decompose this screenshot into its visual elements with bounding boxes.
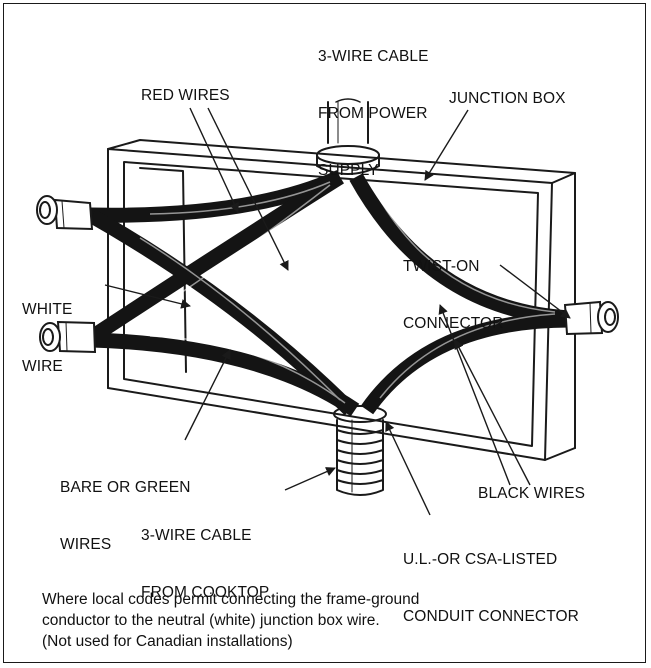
leader-twist-on	[499, 264, 571, 319]
label-junction-box: JUNCTION BOX	[449, 90, 566, 107]
label-conduit-line-1: U.L.-OR CSA-LISTED	[403, 551, 558, 568]
leader-black-wires-1	[438, 304, 511, 486]
leader-cooktop	[284, 467, 336, 491]
label-twist-line-2: CONNECTOR	[403, 315, 504, 332]
leader-red-wires-2	[207, 107, 289, 271]
label-red-wires: RED WIRES	[141, 87, 230, 104]
label-white-line-2: WIRE	[22, 358, 63, 375]
caption-line-2: conductor to the neutral (white) junctio…	[42, 612, 380, 629]
label-power-line-1: 3-WIRE CABLE	[318, 48, 429, 65]
conduit-connector-ring	[333, 405, 387, 423]
leader-junction-box	[424, 109, 469, 181]
leader-black-wires-2	[454, 339, 531, 486]
label-power-supply-cable: 3-WIRE CABLE FROM POWER SUPPLY	[318, 9, 429, 199]
wire-top-right	[349, 173, 571, 326]
label-power-line-2: FROM POWER	[318, 105, 428, 122]
box-front-top-edge	[107, 139, 576, 184]
box-back-top-edge	[107, 148, 553, 184]
label-bare-line-2: WIRES	[60, 536, 112, 553]
twist-on-connector-right	[563, 300, 619, 336]
twist-on-connector-left-bottom	[39, 320, 97, 354]
twist-on-connector-left-top	[36, 195, 94, 231]
power-supply-cable	[316, 98, 380, 175]
cooktop-cable	[333, 405, 387, 496]
label-cooktop-cable: 3-WIRE CABLE FROM COOKTOP	[141, 488, 269, 621]
label-twist-on-connector: TWIST-ON CONNECTOR	[403, 219, 504, 352]
junction-box-wiring-diagram	[36, 98, 619, 516]
leader-conduit	[385, 421, 431, 516]
label-black-wires: BLACK WIRES	[478, 485, 586, 502]
wire-bottom-left	[91, 332, 360, 417]
leader-bare-green	[184, 349, 231, 441]
caption-line-1: Where local codes permit connecting the …	[42, 591, 420, 608]
label-cooktop-line-2: FROM COOKTOP	[141, 584, 270, 601]
label-bare-or-green-wires: BARE OR GREEN WIRES	[60, 440, 191, 573]
leader-white-wire	[104, 284, 191, 309]
label-power-line-3: SUPPLY	[318, 162, 379, 179]
leader-red-wires-1	[189, 107, 239, 213]
label-twist-line-1: TWIST-ON	[403, 258, 480, 275]
wire-white-cross	[87, 170, 344, 344]
label-white-line-1: WHITE	[22, 301, 73, 318]
wire-bottom-right	[360, 312, 571, 415]
label-bare-line-1: BARE OR GREEN	[60, 479, 191, 496]
label-white-wire: WHITE WIRE	[22, 262, 72, 395]
label-conduit-line-2: CONDUIT CONNECTOR	[403, 608, 579, 625]
label-conduit-connector: U.L.-OR CSA-LISTED CONDUIT CONNECTOR	[403, 512, 579, 645]
caption-line-3: (Not used for Canadian installations)	[42, 633, 293, 650]
figure-caption: Where local codes permit connecting the …	[42, 589, 419, 652]
box-inner-rim	[123, 161, 539, 447]
label-cooktop-line-1: 3-WIRE CABLE	[141, 527, 252, 544]
